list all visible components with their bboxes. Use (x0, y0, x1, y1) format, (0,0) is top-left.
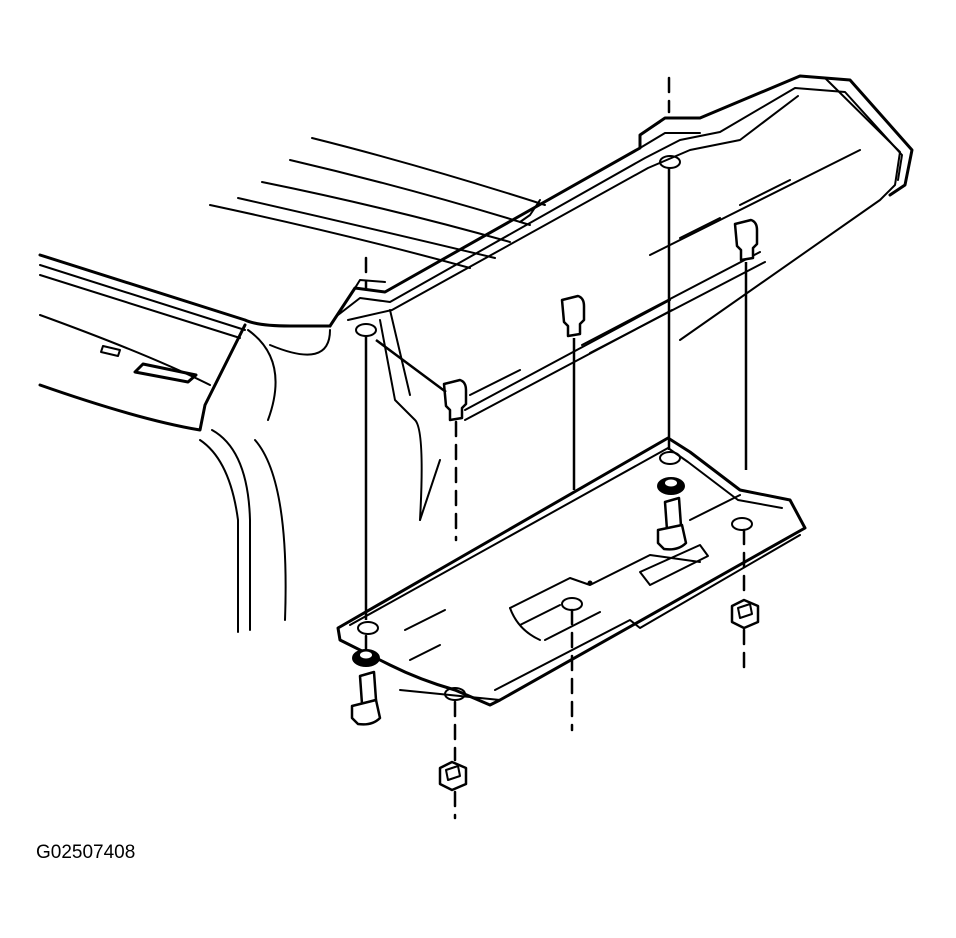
bolt-washer-right (656, 477, 688, 551)
stud (733, 218, 759, 262)
stud (442, 378, 468, 422)
skid-plate (336, 436, 807, 707)
frame-rail (328, 74, 914, 521)
alignment-lines (364, 76, 748, 820)
nut (730, 598, 760, 630)
rail-holes (355, 155, 681, 337)
cab-structure (38, 253, 332, 633)
nut (438, 760, 468, 792)
stud (560, 294, 586, 338)
roof-panel (209, 137, 546, 269)
figure-id-label: G02507408 (36, 842, 136, 863)
bolt-washer-left (350, 649, 382, 726)
